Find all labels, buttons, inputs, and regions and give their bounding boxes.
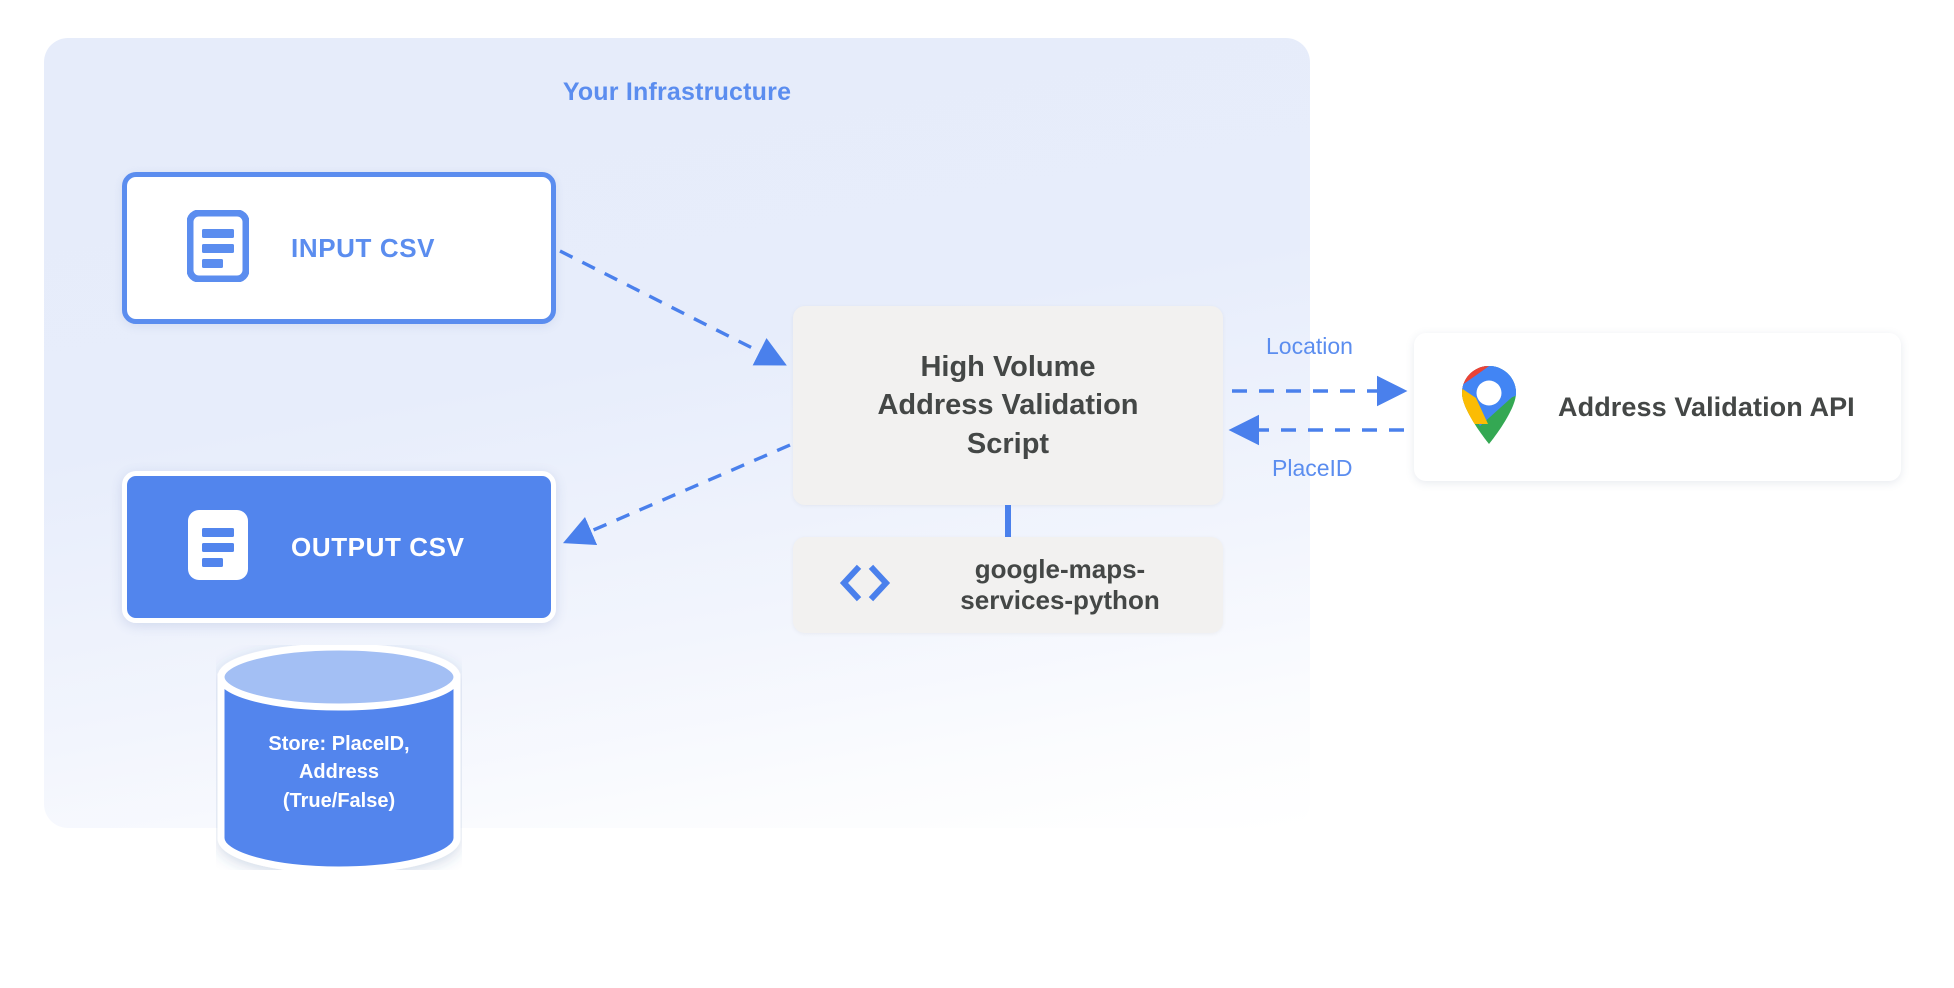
output-csv-label: OUTPUT CSV [291,531,465,562]
edge-input-to-script [559,249,787,366]
database-label-line3: (True/False) [282,789,396,812]
script-title-line2: Address Validation [877,389,1139,422]
infrastructure-title: Your Infrastructure [562,78,792,106]
address-validation-api-card[interactable]: Address Validation API [1414,333,1901,481]
script-title-line1: High Volume [920,351,1096,384]
edge-script-to-output [563,443,791,546]
library-label-line2: services-python [960,585,1160,615]
edge-label-location: Location [1266,333,1353,359]
code-brackets-icon [837,564,893,607]
database-label-line1: Store: PlaceID, [268,733,410,755]
input-csv-label: INPUT CSV [291,232,436,263]
document-icon [186,209,250,287]
script-library-connector [1005,505,1011,539]
script-title: High Volume Address Validation Script [861,348,1154,463]
library-label: google-maps- services-python [921,554,1223,616]
database-label-line2: Address [298,761,380,784]
library-label-line1: google-maps- [974,553,1146,584]
document-icon [187,509,249,586]
output-csv-card[interactable]: OUTPUT CSV [122,471,556,623]
database-cylinder[interactable] [216,643,462,874]
script-title-line3: Script [966,427,1050,460]
google-maps-pin-icon [1458,364,1520,451]
api-label: Address Validation API [1558,391,1855,422]
library-box[interactable]: google-maps- services-python [793,537,1223,633]
script-box[interactable]: High Volume Address Validation Script [793,306,1223,505]
input-csv-card[interactable]: INPUT CSV [122,172,556,324]
edge-label-placeid: PlaceID [1272,455,1353,481]
database-label: Store: PlaceID, Address (True/False) [216,730,462,815]
